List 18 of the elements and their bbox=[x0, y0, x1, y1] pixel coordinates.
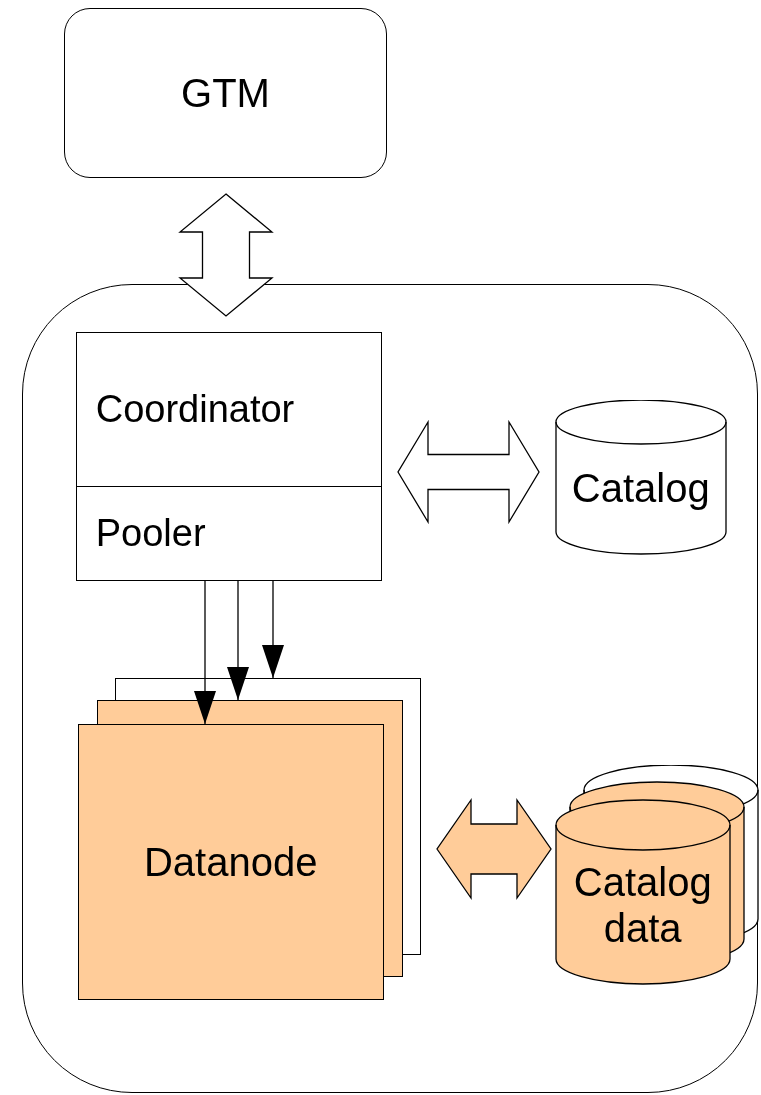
stacked-page bbox=[251, 677, 421, 701]
node-label: Catalog bbox=[571, 465, 710, 512]
container-box bbox=[22, 284, 758, 1093]
arrow bbox=[262, 580, 284, 679]
double-arrow bbox=[178, 193, 274, 317]
double-arrow bbox=[436, 797, 552, 901]
node-label: Coordinator bbox=[95, 387, 295, 431]
node-label: Catalog data bbox=[572, 858, 713, 951]
double-arrow bbox=[397, 419, 540, 525]
process-box bbox=[64, 8, 387, 178]
arrow bbox=[194, 580, 216, 725]
node-label: Pooler bbox=[95, 511, 206, 555]
stacked-page bbox=[219, 699, 403, 725]
process-box bbox=[75, 331, 382, 581]
stacked-page bbox=[77, 723, 384, 1000]
node-label: Datanode bbox=[143, 838, 318, 885]
node-label: GTM bbox=[181, 70, 270, 116]
arrow bbox=[227, 580, 249, 701]
